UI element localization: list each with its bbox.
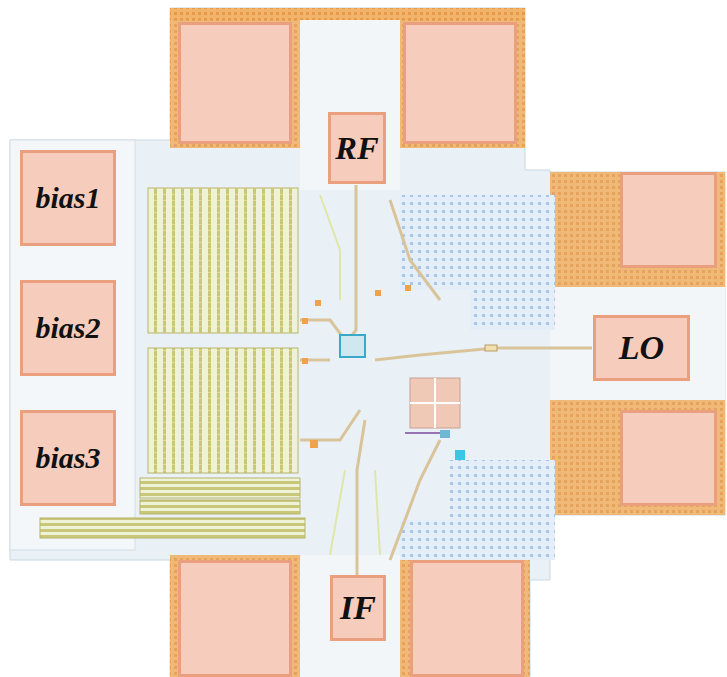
- signal-pad: IF: [330, 575, 386, 641]
- signal-pad: LO: [593, 315, 690, 381]
- pad-label: IF: [340, 591, 376, 625]
- signal-pad: RF: [328, 112, 386, 184]
- pad-label: bias1: [35, 183, 100, 213]
- signal-pad: bias3: [20, 410, 116, 506]
- pad-label: bias2: [35, 313, 100, 343]
- bond-pad: [620, 410, 717, 506]
- pad-label: bias3: [35, 443, 100, 473]
- pad-label: RF: [335, 132, 378, 165]
- signal-pad: bias2: [20, 280, 116, 376]
- signal-pad: bias1: [20, 150, 116, 246]
- bond-pad: [178, 560, 292, 677]
- pad-label: LO: [619, 331, 664, 365]
- bond-pad: [620, 172, 717, 268]
- bond-pad: [403, 22, 517, 144]
- bond-pad: [410, 560, 524, 677]
- bond-pad: [178, 22, 292, 144]
